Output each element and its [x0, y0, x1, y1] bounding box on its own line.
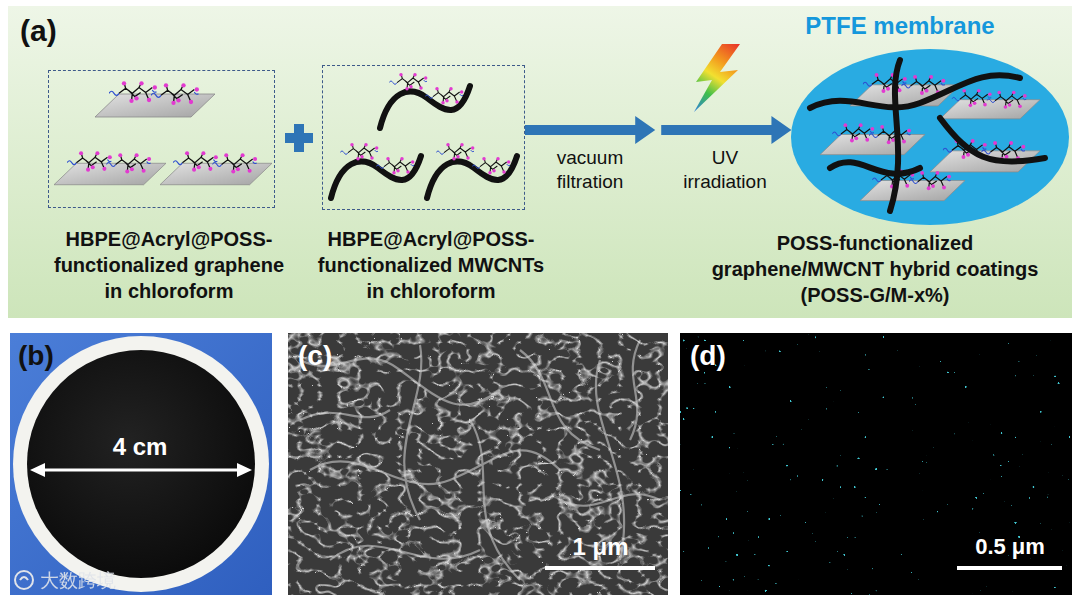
illustration-circle: [15, 571, 33, 589]
illustration-g: [300, 340, 660, 580]
panel-label: (b): [18, 338, 68, 373]
illustration-circle: [27, 350, 255, 578]
illustration-path: [596, 360, 624, 560]
illustration-path: [330, 546, 480, 560]
mwcnt-tubes: [331, 73, 517, 198]
illustration-path: [20, 577, 28, 580]
illustration-use: [160, 151, 272, 184]
panel-label: (d): [690, 338, 740, 373]
node-caption: POSS-functionalized graphene/MWCNT hybri…: [705, 230, 1045, 308]
illustration-line: [40, 469, 242, 472]
illustration-use: [427, 143, 517, 198]
illustration-use: [331, 143, 421, 198]
illustration-use: [54, 151, 166, 184]
dashed-box: HBPE@Acryl@POSS- functionalized MWCNTs i…: [322, 65, 525, 210]
illustration-use: [95, 81, 215, 117]
membrane-shape: [790, 48, 1070, 226]
membrane-ellipse-shape: [791, 49, 1069, 225]
illustration-rect: [680, 333, 1072, 595]
node-caption: HBPE@Acryl@POSS- functionalized MWCNTs i…: [311, 226, 551, 304]
illustration-path: [520, 350, 600, 450]
panel-a-background: [8, 6, 1072, 318]
coating-illustration: [810, 60, 1045, 211]
membrane-ellipse: PTFE membranePOSS-functionalized graphen…: [790, 48, 1070, 226]
panel-label: (c): [298, 338, 348, 373]
scale-bar-label: 0.5 μm: [952, 533, 1068, 561]
eds-map-panel: [680, 333, 1072, 595]
process-arrow: [525, 116, 791, 144]
illustration-path: [560, 494, 660, 506]
illustration-line: [545, 566, 655, 570]
panel-label: (a): [20, 12, 80, 50]
plus-sign: [285, 124, 313, 152]
illustration-path: [310, 450, 560, 484]
illustration-rect: [288, 333, 668, 595]
step-label: vacuum filtration: [540, 146, 640, 194]
illustration-path: [470, 420, 520, 580]
illustration-rect: [294, 124, 304, 152]
node-caption: HBPE@Acryl@POSS- functionalized graphene…: [49, 226, 289, 304]
illustration-rect: [288, 333, 668, 595]
step-label: UV irradiation: [675, 146, 775, 194]
illustration-line: [957, 566, 1062, 570]
illustration-path: [300, 410, 390, 420]
illustration-rect: [10, 333, 272, 595]
uv-lightning: [694, 44, 740, 112]
sem-panel: [288, 333, 668, 595]
illustration-path: [630, 340, 640, 440]
dimension-label: 4 cm: [95, 432, 185, 462]
dashed-box: HBPE@Acryl@POSS- functionalized graphene…: [48, 70, 275, 208]
membrane-title: PTFE membrane: [760, 12, 1040, 40]
illustration-polygon: [30, 463, 45, 477]
illustration-circle: [13, 336, 269, 592]
graphene-sheets: [54, 81, 272, 185]
illustration-polygon: [237, 463, 252, 477]
illustration-path: [404, 345, 421, 520]
scale-bar-label: 1 μm: [548, 532, 653, 562]
photo-panel: [10, 333, 272, 595]
illustration-rect: [680, 333, 1072, 595]
illustration-use: [380, 73, 470, 128]
watermark: 大数跨境: [40, 568, 160, 592]
